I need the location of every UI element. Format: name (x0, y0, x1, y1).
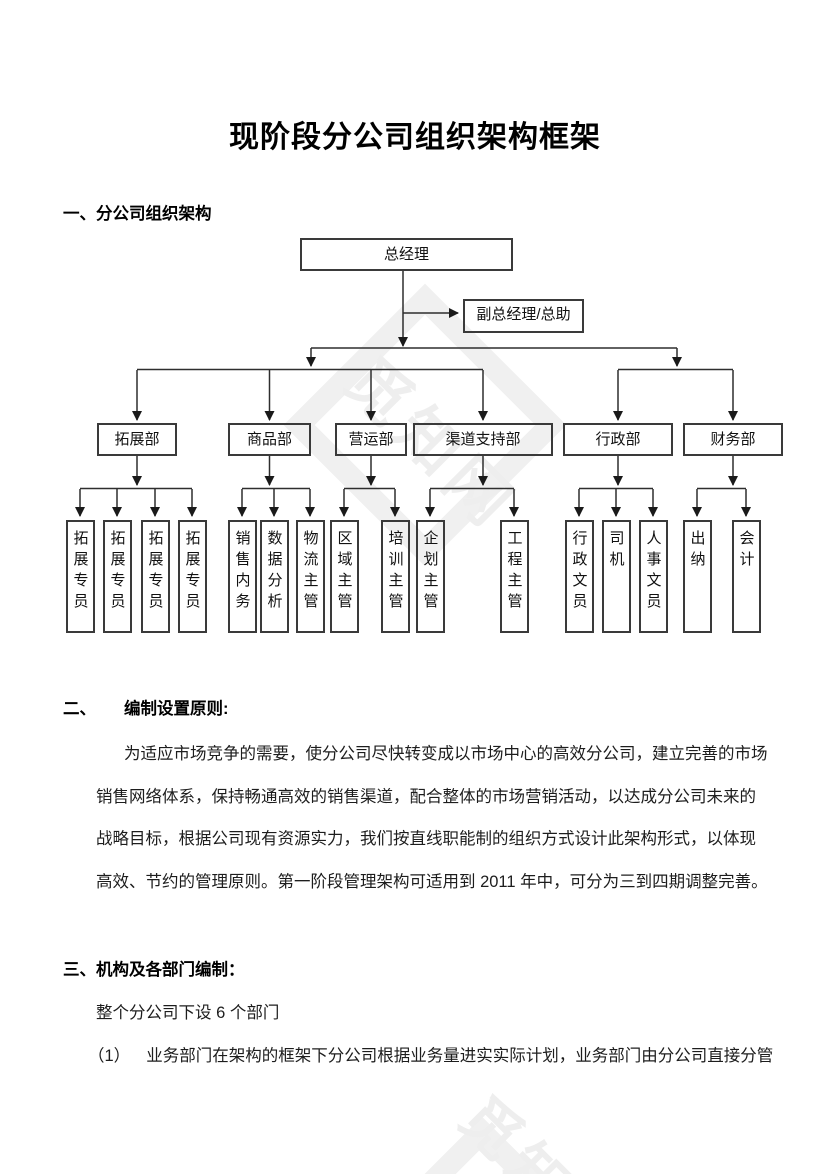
org-node-general-manager: 总经理 (300, 238, 513, 271)
org-node-role: 拓展专员 (102, 520, 132, 633)
org-node-dept-channel-support: 渠道支持部 (413, 423, 553, 456)
org-node-role: 司机 (601, 520, 631, 633)
org-node-role: 培训主管 (380, 520, 410, 633)
org-node-role: 出纳 (682, 520, 712, 633)
org-node-role: 人事文员 (638, 520, 668, 633)
org-node-role: 销售内务 (227, 520, 257, 633)
paragraph-line: 战略目标，根据公司现有资源实力，我们按直线职能制的组织方式设计此架构形式，以体现 (96, 830, 756, 848)
list-item-text: 业务部门在架构的框架下分公司根据业务量进实实际计划，业务部门由分公司直接分管 (146, 1047, 774, 1065)
section-1-heading: 一、分公司组织架构 (63, 205, 212, 223)
org-node-role: 区域主管 (329, 520, 359, 633)
org-node-dept-administration: 行政部 (563, 423, 673, 456)
org-node-role: 行政文员 (564, 520, 594, 633)
paragraph-line: 销售网络体系，保持畅通高效的销售渠道，配合整体的市场营销活动，以达成分公司未来的 (96, 787, 756, 806)
org-node-deputy-general-manager: 副总经理/总助 (463, 299, 584, 333)
section-3-item-1: （1） 业务部门在架构的框架下分公司根据业务量进实实际计划，业务部门由分公司直接… (88, 1042, 773, 1066)
section-2-number: 二、 (63, 700, 96, 718)
section-3-line: 整个分公司下设 6 个部门 (96, 1004, 280, 1022)
org-node-role: 企划主管 (415, 520, 445, 633)
org-node-role: 工程主管 (499, 520, 529, 633)
section-2-heading: 二、 编制设置原则: (63, 695, 229, 719)
paragraph-line: 为适应市场竞争的需要，使分公司尽快转变成以市场中心的高效分公司，建立完善的市场 (124, 745, 768, 763)
section-3-heading: 三、机构及各部门编制： (63, 961, 245, 979)
page-title: 现阶段分公司组织架构框架 (229, 121, 601, 154)
org-node-dept-expansion: 拓展部 (97, 423, 177, 456)
org-node-dept-operations: 营运部 (335, 423, 407, 456)
section-2-paragraph: 为适应市场竞争的需要，使分公司尽快转变成以市场中心的高效分公司，建立完善的市场 … (96, 733, 786, 903)
org-node-role: 拓展专员 (177, 520, 207, 633)
org-node-role: 拓展专员 (140, 520, 170, 633)
org-node-role: 物流主管 (295, 520, 325, 633)
org-node-dept-merchandise: 商品部 (228, 423, 311, 456)
org-node-dept-finance: 财务部 (683, 423, 783, 456)
watermark-text-bottom: 觅知网 (444, 1074, 643, 1174)
org-node-role: 拓展专员 (65, 520, 95, 633)
list-item-number: （1） (88, 1047, 131, 1065)
org-node-role: 数据分析 (259, 520, 289, 633)
org-node-role: 会计 (731, 520, 761, 633)
paragraph-line: 高效、节约的管理原则。第一阶段管理架构可适用到 2011 年中，可分为三到四期调… (96, 872, 768, 891)
section-2-title: 编制设置原则: (124, 700, 229, 718)
